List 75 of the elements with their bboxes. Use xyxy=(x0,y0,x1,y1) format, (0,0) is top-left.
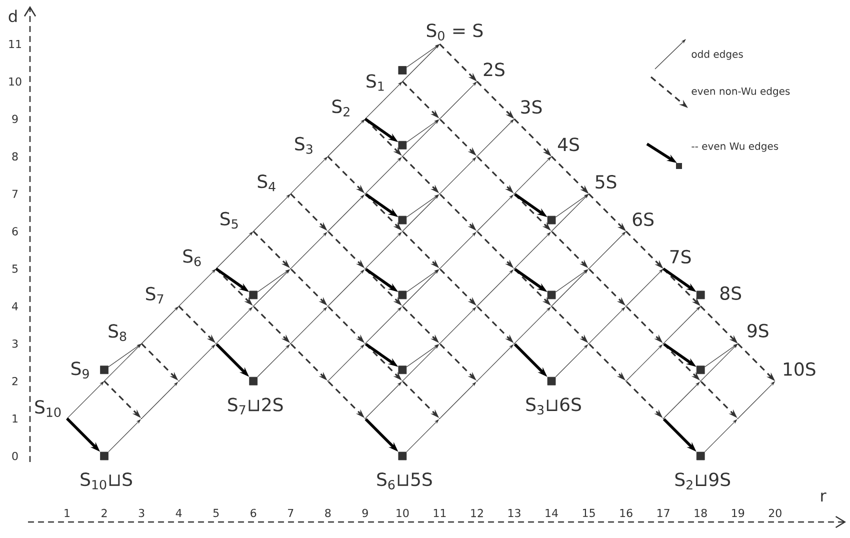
tick-label: 1 xyxy=(12,414,18,423)
square-marker xyxy=(696,290,705,300)
tick-label: 10 xyxy=(9,77,22,86)
point-label: S$_{5}$ xyxy=(220,212,238,229)
point-label: 8S xyxy=(720,286,742,300)
tick-label: 8 xyxy=(12,152,18,161)
square-marker xyxy=(398,140,407,150)
tick-label: 7 xyxy=(12,190,18,198)
legend-text: -- even Wu edges xyxy=(692,142,778,152)
point-label: 7S xyxy=(670,250,691,264)
tick-label: 0 xyxy=(12,452,18,460)
point-label: 5S xyxy=(596,175,616,189)
tick-label: 11 xyxy=(9,40,21,48)
tick-label: 11 xyxy=(434,509,446,517)
tick-label: 9 xyxy=(362,508,368,518)
square-marker xyxy=(100,366,108,374)
tick-label: 16 xyxy=(620,508,632,518)
square-marker xyxy=(696,366,705,374)
point-label: S$_{6}$⊔5S xyxy=(377,472,432,490)
point-label: S$_{7}$⊔2S xyxy=(228,398,283,414)
point-label: 10S xyxy=(784,362,816,376)
point-label: 2S xyxy=(484,62,504,76)
legend-text: even non-Wu edges xyxy=(692,87,790,97)
point-label: S$_{1}$ xyxy=(366,74,384,91)
tick-label: 20 xyxy=(768,508,782,518)
square-marker xyxy=(398,216,407,224)
point-label: S$_{6}$ xyxy=(183,249,201,266)
tick-label: 13 xyxy=(508,508,520,518)
point-label: S$_{2}$ xyxy=(332,100,350,116)
tick-label: 3 xyxy=(12,340,18,348)
tick-label: 12 xyxy=(471,508,483,518)
point-label: S$_{7}$ xyxy=(146,286,164,304)
arrow xyxy=(440,82,477,119)
point-label: S$_{4}$ xyxy=(258,174,276,192)
tick-label: 3 xyxy=(138,508,144,518)
point-label: S$_{3}$ xyxy=(295,136,312,154)
tick-label: 2 xyxy=(102,508,107,518)
axis-label: r xyxy=(821,492,826,502)
tick-label: 18 xyxy=(694,508,707,518)
tick-label: 10 xyxy=(396,508,409,518)
tick-label: 14 xyxy=(546,509,558,517)
point-label: S$_{9}$ xyxy=(72,362,89,379)
tick-label: 1 xyxy=(64,509,70,517)
tick-label: 5 xyxy=(12,264,18,273)
tick-label: 19 xyxy=(732,508,744,518)
point-label: S$_{2}$⊔9S xyxy=(675,472,730,490)
tick-label: 2 xyxy=(12,377,18,386)
tick-label: 9 xyxy=(12,114,18,124)
point-label: 9S xyxy=(748,324,768,338)
axis-label: d xyxy=(8,10,17,22)
point-label: S$_{3}$⊔6S xyxy=(526,398,581,415)
square-marker xyxy=(547,290,556,300)
tick-label: 4 xyxy=(176,509,182,517)
square-marker xyxy=(398,366,407,374)
tick-label: 5 xyxy=(213,508,219,518)
arrow xyxy=(364,82,402,120)
legend-text: odd edges xyxy=(692,50,743,60)
point-label: S$_{8}$ xyxy=(108,324,126,342)
point-label: S$_{0}$ = S xyxy=(426,24,483,40)
square-marker xyxy=(398,66,407,74)
tick-label: 17 xyxy=(658,509,670,517)
point-label: S$_{10}$⊔S xyxy=(80,472,132,490)
square-marker xyxy=(398,290,407,300)
square-marker xyxy=(547,216,556,224)
tick-label: 15 xyxy=(583,508,595,518)
point-label: 6S xyxy=(632,212,654,226)
point-label: S$_{10}$ xyxy=(35,400,61,417)
tick-label: 8 xyxy=(325,508,331,518)
point-label: 4S xyxy=(558,138,579,152)
square-marker xyxy=(249,290,258,300)
tick-label: 6 xyxy=(250,508,256,518)
tick-label: 7 xyxy=(288,509,294,517)
point-label: 3S xyxy=(521,100,542,114)
tick-label: 4 xyxy=(12,302,18,310)
tick-label: 6 xyxy=(12,227,18,236)
